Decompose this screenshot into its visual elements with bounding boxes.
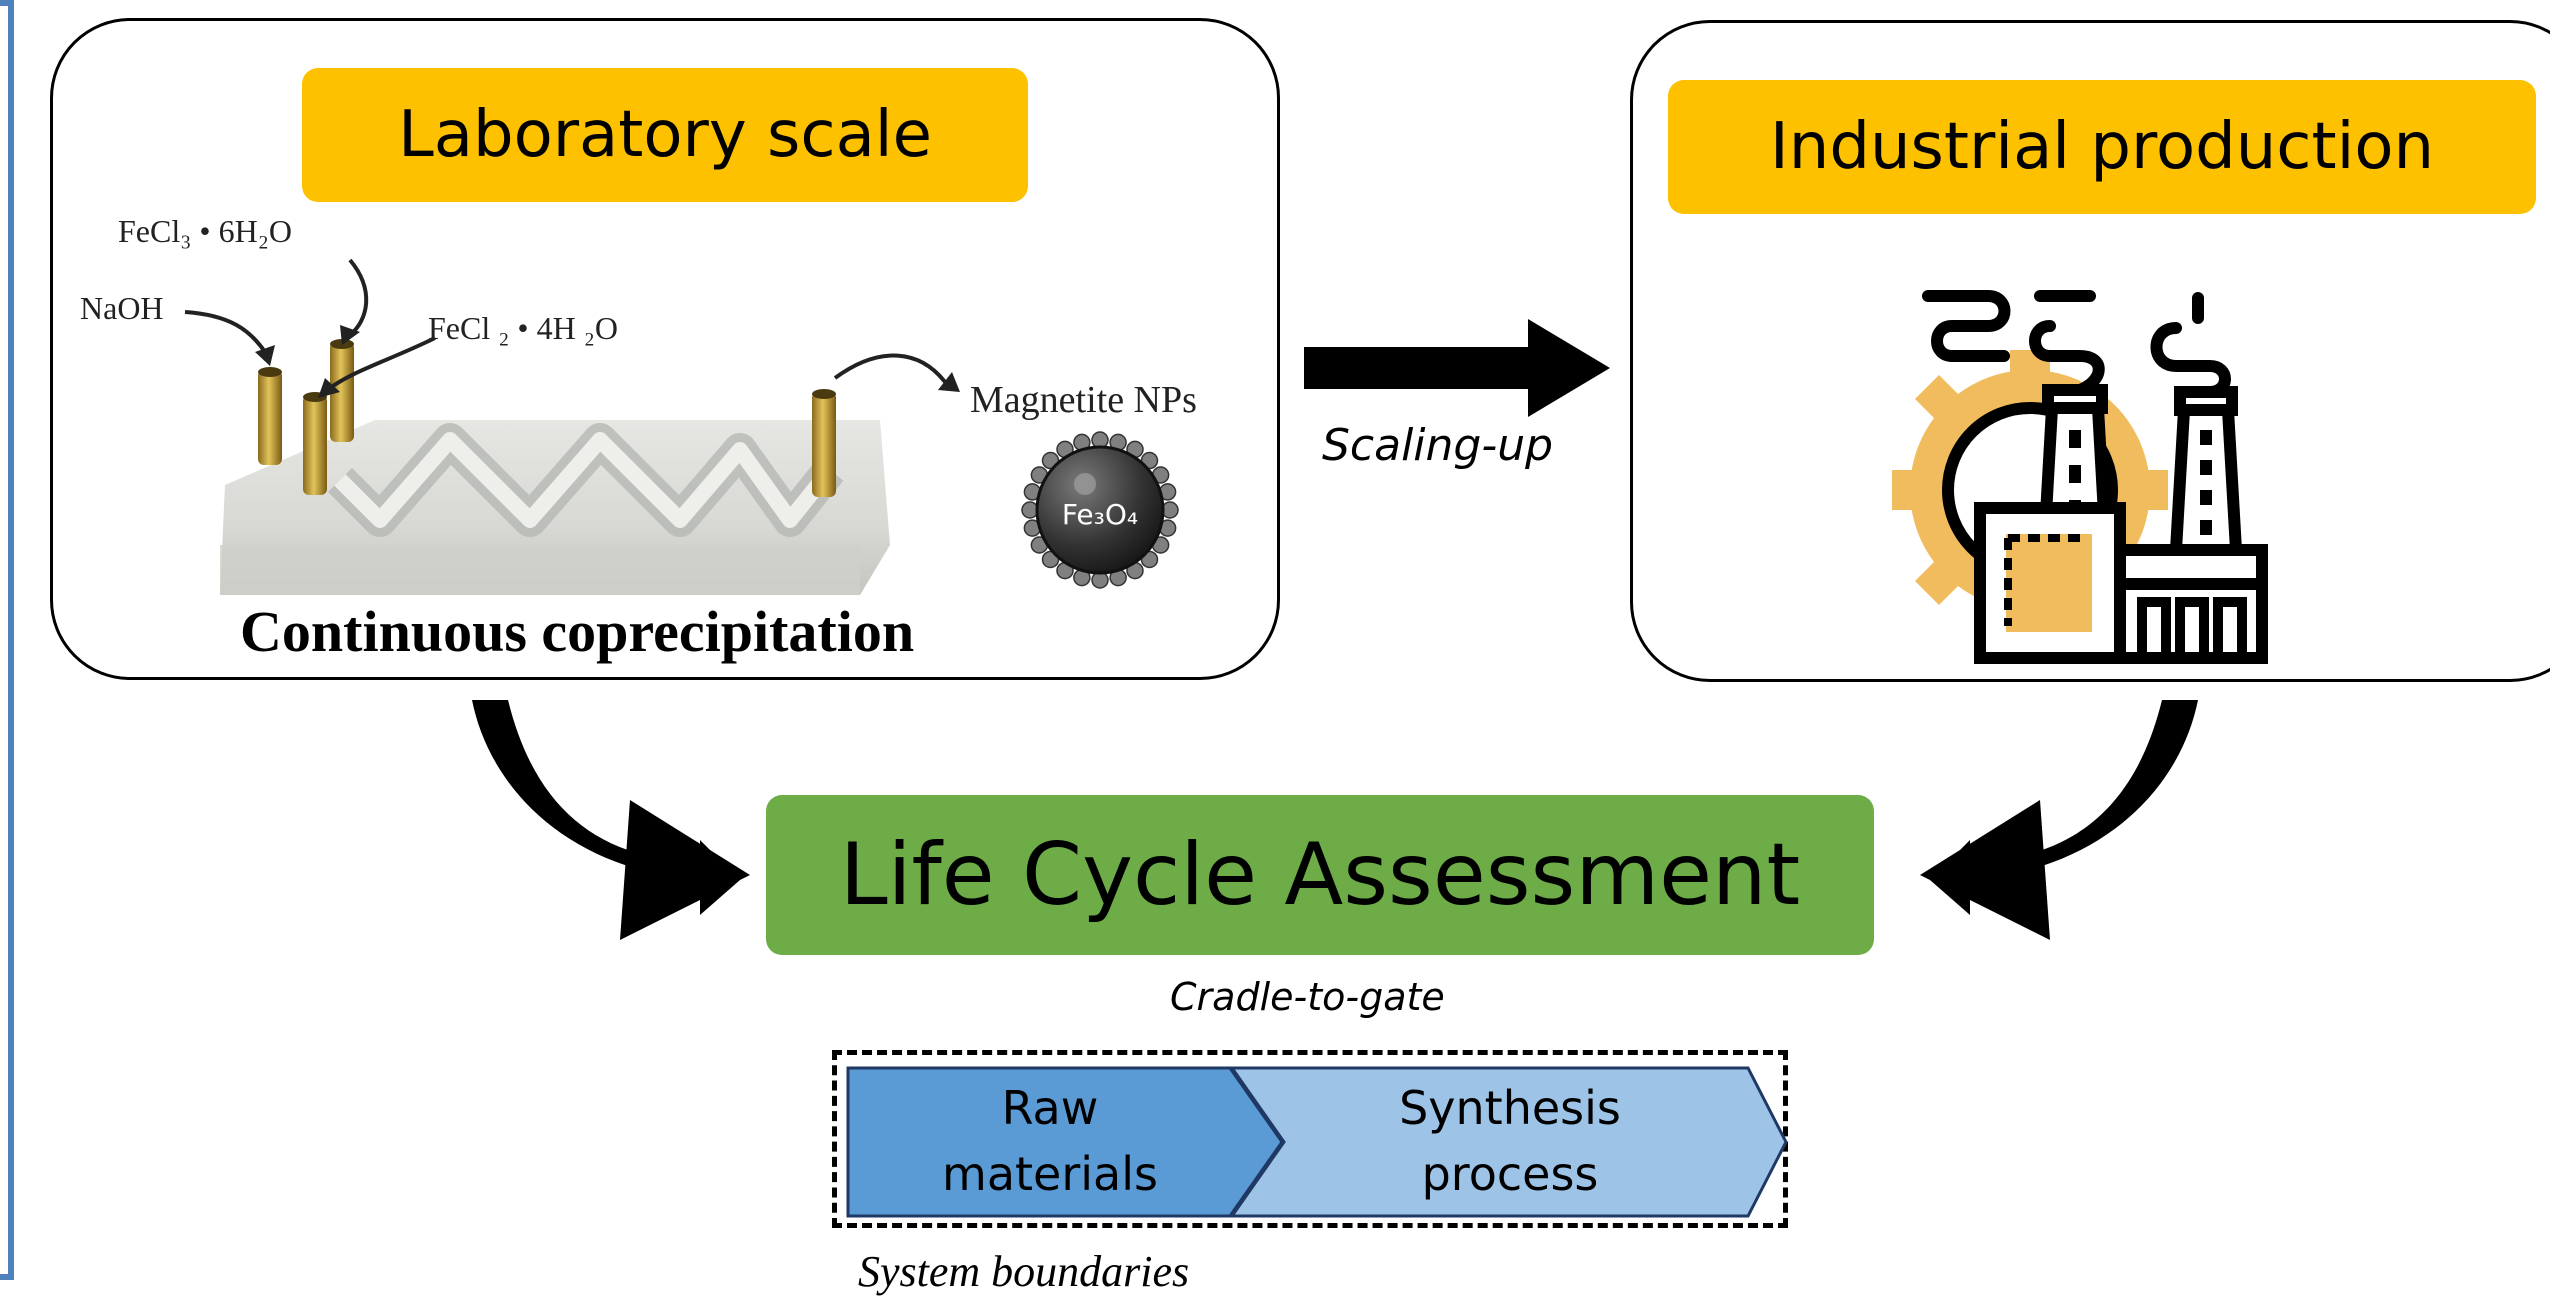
microreactor-chip-illustration <box>184 258 960 595</box>
step-raw-materials: Raw materials <box>860 1075 1240 1207</box>
step-synthesis-process-line1: Synthesis <box>1399 1081 1621 1135</box>
reagent-fecl3: FeCl₃ • 6H₂O <box>118 213 292 249</box>
reagent-naoh: NaOH <box>80 290 164 326</box>
industrial-to-lca-arrow <box>1920 700 2198 940</box>
industrial-title: Industrial production <box>1668 80 2536 214</box>
step-synthesis-process-line2: process <box>1421 1147 1599 1201</box>
lca-title-text: Life Cycle Assessment <box>839 825 1801 925</box>
scaling-up-arrow <box>1304 319 1610 417</box>
lca-scope-label: Cradle-to-gate <box>1170 975 1445 1019</box>
particle-label: Fe₃O₄ <box>1061 498 1139 531</box>
step-raw-materials-line1: Raw <box>1001 1081 1099 1135</box>
reagent-fecl2: FeCl ₂ • 4H ₂O <box>428 310 618 346</box>
lca-title: Life Cycle Assessment <box>766 795 1874 955</box>
system-boundaries-label: System boundaries <box>858 1247 1190 1296</box>
laboratory-title: Laboratory scale <box>302 68 1028 202</box>
laboratory-title-text: Laboratory scale <box>398 98 932 172</box>
magnetite-nanoparticle-icon <box>1021 431 1179 589</box>
step-synthesis-process: Synthesis process <box>1300 1075 1720 1207</box>
process-steps <box>846 1066 1788 1218</box>
step-raw-materials-shape <box>846 1066 1284 1218</box>
product-label: Magnetite NPs <box>970 379 1197 421</box>
scaling-up-label: Scaling-up <box>1322 420 1554 471</box>
industrial-title-text: Industrial production <box>1769 110 2435 184</box>
factory-icon <box>1892 290 2268 664</box>
lab-caption: Continuous coprecipitation <box>240 599 915 664</box>
step-synthesis-process-shape <box>1229 1066 1788 1218</box>
step-raw-materials-line2: materials <box>942 1147 1158 1201</box>
frame-border <box>0 0 14 1280</box>
lab-to-lca-arrow <box>472 700 750 940</box>
